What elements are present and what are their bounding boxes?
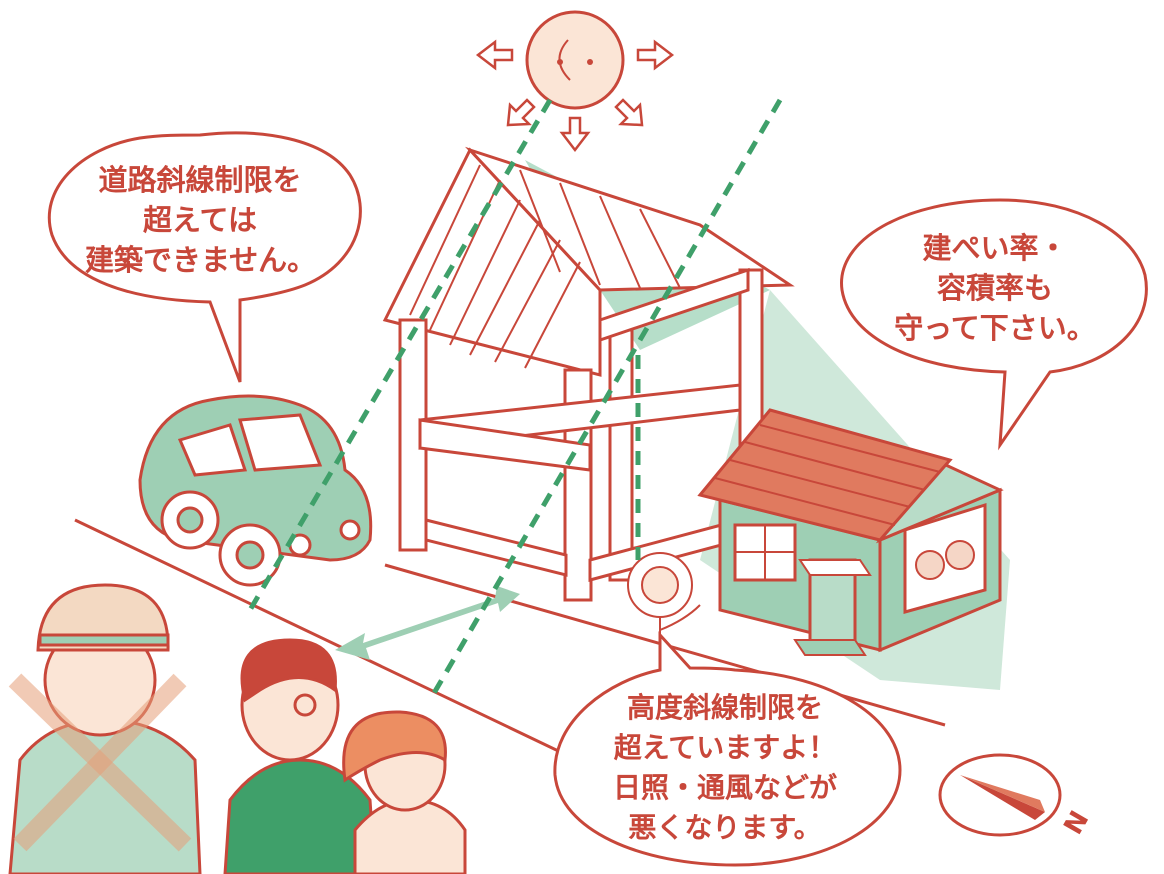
compass-needle (960, 775, 1045, 820)
woman-hair (342, 710, 447, 783)
sun-ray-line (247, 98, 553, 612)
sunflower (627, 552, 701, 640)
man-glasses (293, 693, 317, 717)
bubble-height-line-4: 悪くなります。 (628, 811, 822, 844)
bubble-road-line-2: 超えては (143, 203, 257, 237)
car-window-side (177, 423, 248, 477)
sad-face-left (915, 550, 945, 580)
bubble-road-slope (47, 131, 362, 383)
speech-bubbles (47, 131, 1148, 867)
small-house (697, 408, 1004, 656)
inspector-body (8, 718, 202, 874)
roof-side (464, 146, 795, 292)
arrow-down-left (506, 98, 536, 127)
building-frame (382, 146, 795, 602)
sun-ray-arrows (475, 39, 675, 153)
beam-second-floor-side (418, 418, 592, 472)
man-hair (240, 638, 337, 703)
inspector (8, 583, 202, 874)
bubble-coverage-line-1: 建ぺい率・ (922, 231, 1068, 265)
sun (475, 10, 675, 153)
slope-lines (247, 98, 783, 702)
woman (342, 710, 467, 874)
bubble-road-line-3: 建築できません。 (85, 243, 317, 277)
man-body (223, 758, 377, 874)
man (223, 638, 377, 874)
bubble-height-line-3: 日照・通風などが (612, 771, 837, 804)
arrow-left (475, 39, 514, 71)
height-slope-line (427, 98, 783, 702)
sun-face (525, 10, 625, 110)
bubble-height-slope-text: 高度斜線制限を 超えていますよ！ 日照・通風などが 悪くなります。 (580, 688, 870, 848)
beam-ground (424, 518, 568, 577)
prohibition-x-2 (13, 673, 187, 852)
house-door-canopy (798, 559, 872, 576)
car (138, 394, 373, 587)
bubble-height-line-1: 高度斜線制限を (626, 691, 823, 724)
sunflower-face (641, 566, 679, 604)
column-back-center (608, 328, 634, 582)
house-side-window (903, 502, 987, 614)
bubble-height-line-2: 超えていますよ！ (613, 731, 837, 764)
bubble-coverage-text: 建ぺい率・ 容積率も 守って下さい。 (880, 228, 1110, 348)
roof-tiles (714, 424, 941, 526)
bubble-road-slope-text: 道路斜線制限を 超えては 建築できません。 (85, 160, 317, 280)
bubble-road-line-1: 道路斜線制限を (98, 163, 302, 197)
compass (938, 753, 1062, 837)
arrow-right (636, 39, 675, 71)
car-window-front (238, 413, 323, 472)
car-headlight-2 (339, 519, 361, 541)
arrow-down (559, 116, 591, 153)
bubble-coverage (840, 198, 1148, 451)
house-roof (697, 408, 953, 542)
bubble-height-slope (553, 631, 902, 867)
beam-upper (598, 267, 750, 343)
arrow-down-right (614, 98, 644, 127)
roof-stripes (409, 164, 681, 369)
bubble-coverage-line-2: 容積率も (936, 271, 1053, 305)
bubble-coverage-line-3: 守って下さい。 (894, 311, 1096, 345)
setback-arrow (335, 586, 520, 660)
house-step (793, 639, 867, 656)
sad-face-right (945, 540, 975, 570)
